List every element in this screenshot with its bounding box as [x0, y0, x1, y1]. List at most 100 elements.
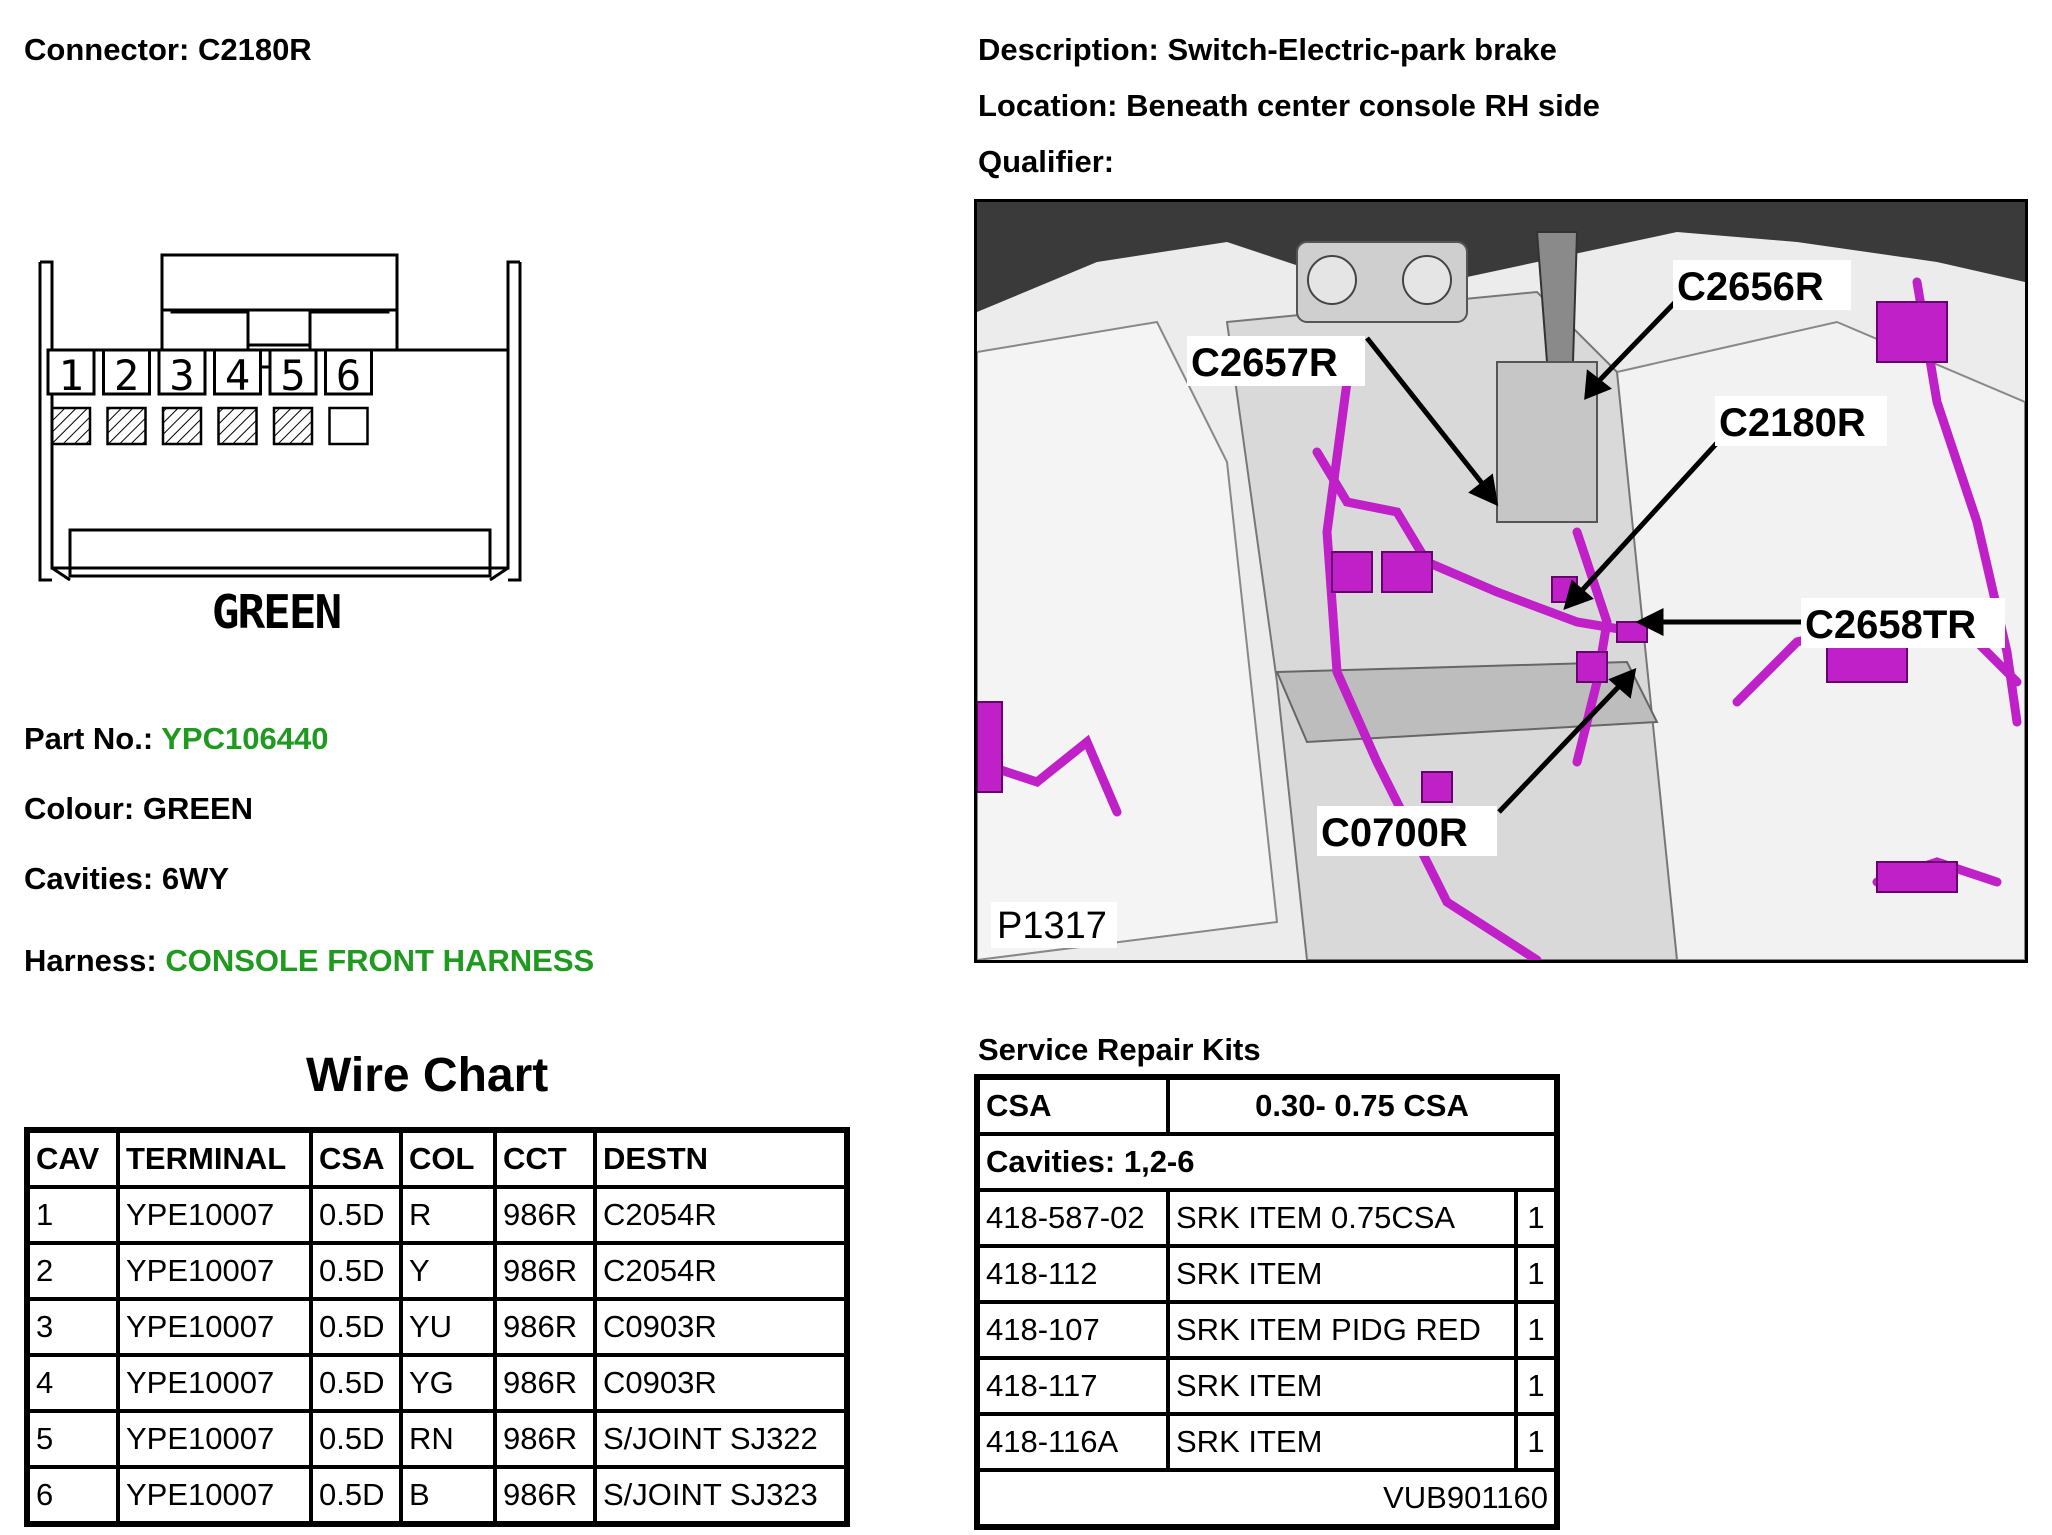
cell: 0.5D: [311, 1467, 401, 1523]
cavities-value: 6WY: [161, 861, 230, 896]
cell: 1: [1516, 1358, 1556, 1414]
table-row: 418-587-02 SRK ITEM 0.75CSA 1: [978, 1190, 1556, 1246]
col-cct: CCT: [495, 1131, 595, 1187]
connector-heading: Connector: C2180R: [24, 34, 312, 65]
cavity-populated: [106, 406, 147, 446]
pin-number-label: 4: [225, 351, 250, 400]
table-row: 418-112 SRK ITEM 1: [978, 1246, 1556, 1302]
srk-csa-label: CSA: [978, 1078, 1168, 1134]
table-row: 1 YPE10007 0.5D R 986R C2054R: [28, 1187, 846, 1243]
cell: C0903R: [595, 1299, 846, 1355]
cell: 986R: [495, 1299, 595, 1355]
cell: 0.5D: [311, 1411, 401, 1467]
table-row: 418-107 SRK ITEM PIDG RED 1: [978, 1302, 1556, 1358]
cell: SRK ITEM: [1168, 1358, 1516, 1414]
cell: 1: [1516, 1414, 1556, 1470]
cell: 0.5D: [311, 1243, 401, 1299]
cell: YPE10007: [118, 1187, 311, 1243]
qualifier-label: Qualifier:: [978, 144, 1115, 179]
cell: 986R: [495, 1243, 595, 1299]
cell: 0.5D: [311, 1187, 401, 1243]
pin-number-label: 1: [58, 351, 83, 400]
cell: 418-107: [978, 1302, 1168, 1358]
table-row: 5 YPE10007 0.5D RN 986R S/JOINT SJ322: [28, 1411, 846, 1467]
location-line: Location: Beneath center console RH side: [978, 90, 1600, 121]
connector-color-label: GREEN: [212, 585, 340, 639]
description-value: Switch-Electric-park brake: [1167, 32, 1557, 67]
cell: YPE10007: [118, 1411, 311, 1467]
wire-chart-header-row: CAV TERMINAL CSA COL CCT DESTN: [28, 1131, 846, 1187]
cell: B: [401, 1467, 495, 1523]
wire-chart-title: Wire Chart: [306, 1049, 549, 1102]
cell: YPE10007: [118, 1243, 311, 1299]
callout-c0700r: C0700R: [1321, 811, 1468, 855]
location-value: Beneath center console RH side: [1126, 88, 1600, 123]
cell: 418-116A: [978, 1414, 1168, 1470]
srk-footer-row: VUB901160: [978, 1470, 1556, 1526]
cavity-empty: [328, 406, 369, 446]
description-label: Description:: [978, 32, 1159, 67]
pin-number-box: [157, 348, 207, 396]
cell: 1: [1516, 1246, 1556, 1302]
cell: 2: [28, 1243, 118, 1299]
location-label: Location:: [978, 88, 1118, 123]
cell: S/JOINT SJ322: [595, 1411, 846, 1467]
cell: RN: [401, 1411, 495, 1467]
connector-bottom-rail: [68, 528, 492, 578]
col-col: COL: [401, 1131, 495, 1187]
cell: 418-117: [978, 1358, 1168, 1414]
callout-c2656r: C2656R: [1677, 265, 1824, 309]
cell: 1: [28, 1187, 118, 1243]
srk-cavities-row: Cavities: 1,2-6: [978, 1134, 1556, 1190]
location-photo: C2656R C2657R C2180R C2658TR C0700R P131…: [974, 199, 2028, 963]
cell: C0903R: [595, 1355, 846, 1411]
cell: 418-587-02: [978, 1190, 1168, 1246]
cavity-populated: [272, 406, 314, 446]
cell: 0.5D: [311, 1355, 401, 1411]
colour-label: Colour:: [24, 791, 135, 826]
cell: YPE10007: [118, 1299, 311, 1355]
cell: YG: [401, 1355, 495, 1411]
cell: Y: [401, 1243, 495, 1299]
pin-number-box: [46, 348, 96, 396]
wire-chart-table: CAV TERMINAL CSA COL CCT DESTN 1 YPE1000…: [24, 1127, 850, 1527]
table-row: 418-116A SRK ITEM 1: [978, 1414, 1556, 1470]
connector-label: Connector:: [24, 32, 190, 67]
cell: 4: [28, 1355, 118, 1411]
cavity-populated: [161, 406, 203, 446]
table-row: 4 YPE10007 0.5D YG 986R C0903R: [28, 1355, 846, 1411]
srk-table: CSA 0.30- 0.75 CSA Cavities: 1,2-6 418-5…: [974, 1074, 1560, 1530]
col-destn: DESTN: [595, 1131, 846, 1187]
colour-line: Colour: GREEN: [24, 793, 253, 824]
cell: R: [401, 1187, 495, 1243]
part-number-line: Part No.: YPC106440: [24, 723, 328, 754]
cell: SRK ITEM PIDG RED: [1168, 1302, 1516, 1358]
callout-c2180r: C2180R: [1719, 401, 1866, 445]
pin-number-label: 2: [114, 351, 139, 400]
cell: 6: [28, 1467, 118, 1523]
cell: 986R: [495, 1187, 595, 1243]
cell: 1: [1516, 1302, 1556, 1358]
photo-reference: P1317: [997, 905, 1107, 947]
harness-value: CONSOLE FRONT HARNESS: [165, 943, 595, 978]
harness-line: Harness: CONSOLE FRONT HARNESS: [24, 945, 594, 976]
pin-number-label: 3: [169, 351, 194, 400]
cell: YPE10007: [118, 1355, 311, 1411]
cell: 986R: [495, 1411, 595, 1467]
cell: 5: [28, 1411, 118, 1467]
col-terminal: TERMINAL: [118, 1131, 311, 1187]
srk-cavities: Cavities: 1,2-6: [978, 1134, 1556, 1190]
table-row: 6 YPE10007 0.5D B 986R S/JOINT SJ323: [28, 1467, 846, 1523]
srk-csa-value: 0.30- 0.75 CSA: [1168, 1078, 1556, 1134]
col-cav: CAV: [28, 1131, 118, 1187]
part-number-value: YPC106440: [161, 721, 329, 756]
cell: SRK ITEM 0.75CSA: [1168, 1190, 1516, 1246]
pin-number-label: 6: [336, 351, 361, 400]
table-row: 3 YPE10007 0.5D YU 986R C0903R: [28, 1299, 846, 1355]
cell: 986R: [495, 1355, 595, 1411]
callout-c2657r: C2657R: [1191, 341, 1338, 385]
cell: YU: [401, 1299, 495, 1355]
cell: C2054R: [595, 1187, 846, 1243]
pin-number-box: [102, 348, 151, 396]
cell: C2054R: [595, 1243, 846, 1299]
